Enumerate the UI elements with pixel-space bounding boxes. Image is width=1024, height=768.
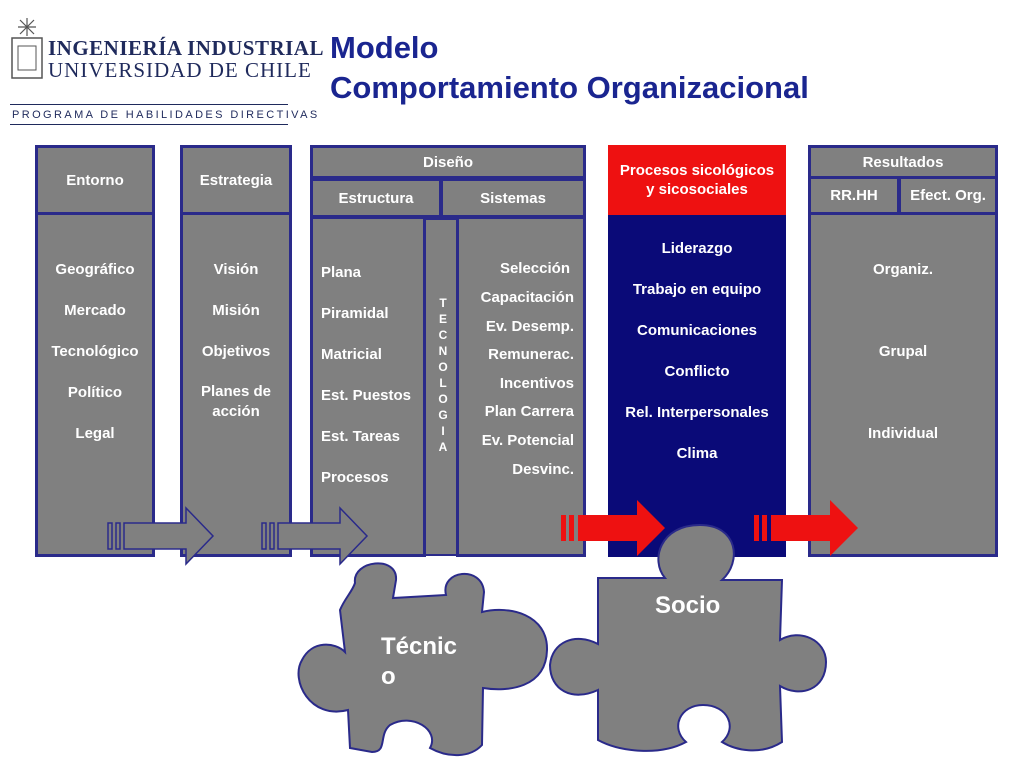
puzzle-label-tecnico: Técnic o bbox=[381, 632, 457, 692]
logo-program: PROGRAMA DE HABILIDADES DIRECTIVAS bbox=[12, 109, 320, 121]
tecnologia-letter: L bbox=[439, 376, 447, 390]
procesos-header: Procesos sicológicos y sicosociales bbox=[608, 145, 786, 215]
tecnologia-letter: E bbox=[438, 312, 447, 326]
procesos-items: Liderazgo Trabajo en equipo Comunicacion… bbox=[608, 228, 786, 474]
page-title: Modelo Comportamiento Organizacional bbox=[330, 28, 809, 108]
list-item: Planes de bbox=[200, 383, 272, 400]
list-item: Plana bbox=[321, 264, 362, 281]
list-item: Grupal bbox=[878, 343, 928, 360]
tecnologia-letter: A bbox=[438, 440, 448, 454]
logo-rule-top bbox=[10, 104, 288, 105]
entorno-body bbox=[35, 212, 155, 557]
list-item: Visión bbox=[213, 261, 259, 278]
list-item: Organiz. bbox=[872, 261, 933, 278]
list-item: Est. Puestos bbox=[321, 387, 412, 404]
entorno-items: Geográfico Mercado Tecnológico Político … bbox=[35, 249, 155, 454]
diseno-header: Diseño bbox=[310, 145, 586, 179]
list-item: Remunerac. bbox=[488, 346, 574, 363]
estructura-body bbox=[310, 216, 426, 557]
tecnologia-letter: N bbox=[438, 344, 448, 358]
list-item: Comunicaciones bbox=[636, 322, 758, 339]
list-item: Ev. Potencial bbox=[481, 432, 574, 449]
sistemas-body bbox=[456, 216, 586, 557]
logo-line1: INGENIERÍA INDUSTRIAL bbox=[48, 36, 324, 60]
list-item: Selección bbox=[499, 260, 570, 277]
arrow-estrategia-diseno bbox=[261, 506, 369, 566]
puzzle-label-tecnico-line2: o bbox=[381, 663, 396, 690]
list-item: Individual bbox=[867, 425, 938, 442]
sistemas-header: Sistemas bbox=[440, 178, 586, 218]
list-item: Procesos bbox=[321, 469, 389, 486]
university-crest-icon bbox=[11, 18, 43, 79]
list-item: Est. Tareas bbox=[321, 428, 400, 445]
list-item: Matricial bbox=[321, 346, 382, 363]
list-item: Rel. Interpersonales bbox=[625, 404, 769, 421]
title-line1: Modelo bbox=[330, 30, 439, 65]
tecnologia-letter: O bbox=[438, 360, 448, 374]
puzzle-label-tecnico-line1: Técnic bbox=[381, 633, 458, 660]
list-item: Tecnológico bbox=[51, 343, 139, 360]
list-item: Conflicto bbox=[664, 363, 730, 380]
tecnologia-letter: I bbox=[441, 424, 445, 438]
list-item: Clima bbox=[676, 445, 718, 462]
procesos-body bbox=[608, 215, 786, 557]
title-line2: Comportamiento Organizacional bbox=[330, 70, 809, 105]
estrategia-items: Visión Misión Objetivos Planes de acción bbox=[180, 249, 292, 422]
list-item: acción bbox=[212, 403, 260, 420]
tecnologia-letter: C bbox=[438, 328, 448, 342]
tecnologia-letter: O bbox=[438, 392, 448, 406]
procesos-header-line2: y sicosociales bbox=[646, 181, 748, 198]
list-item: Geográfico bbox=[55, 261, 135, 278]
list-item: Trabajo en equipo bbox=[632, 281, 762, 298]
list-item: Liderazgo bbox=[661, 240, 733, 257]
list-item: Incentivos bbox=[499, 375, 574, 392]
resultados-body bbox=[808, 212, 998, 557]
list-item: Mercado bbox=[64, 302, 126, 319]
list-item: Objetivos bbox=[201, 343, 271, 360]
logo-rule-bottom bbox=[10, 124, 288, 125]
arrow-procesos-resultados bbox=[754, 500, 858, 556]
list-item: Desvinc. bbox=[512, 461, 574, 478]
tecnologia-letter: G bbox=[438, 408, 448, 422]
procesos-header-line1: Procesos sicológicos bbox=[619, 162, 775, 179]
list-item: Legal bbox=[75, 425, 115, 442]
estrategia-body bbox=[180, 212, 292, 557]
list-item: Ev. Desemp. bbox=[485, 318, 574, 335]
list-item: Piramidal bbox=[321, 305, 389, 322]
estrategia-header: Estrategia bbox=[180, 145, 292, 215]
logo-line2: UNIVERSIDAD DE CHILE bbox=[48, 58, 312, 82]
puzzle-label-socio: Socio bbox=[655, 592, 721, 619]
arrow-entorno-estrategia bbox=[107, 506, 215, 566]
list-item: Político bbox=[67, 384, 123, 401]
list-item: Misión bbox=[212, 302, 260, 319]
list-item: Capacitación bbox=[480, 289, 574, 306]
puzzle-piece-tecnico bbox=[297, 562, 549, 757]
arrow-diseno-procesos bbox=[561, 500, 665, 556]
puzzle-piece-socio bbox=[548, 523, 828, 752]
list-item: Plan Carrera bbox=[484, 403, 574, 420]
tecnologia-bar: T E C N O L O G I A bbox=[424, 218, 458, 556]
tecnologia-letter: T bbox=[439, 296, 447, 310]
